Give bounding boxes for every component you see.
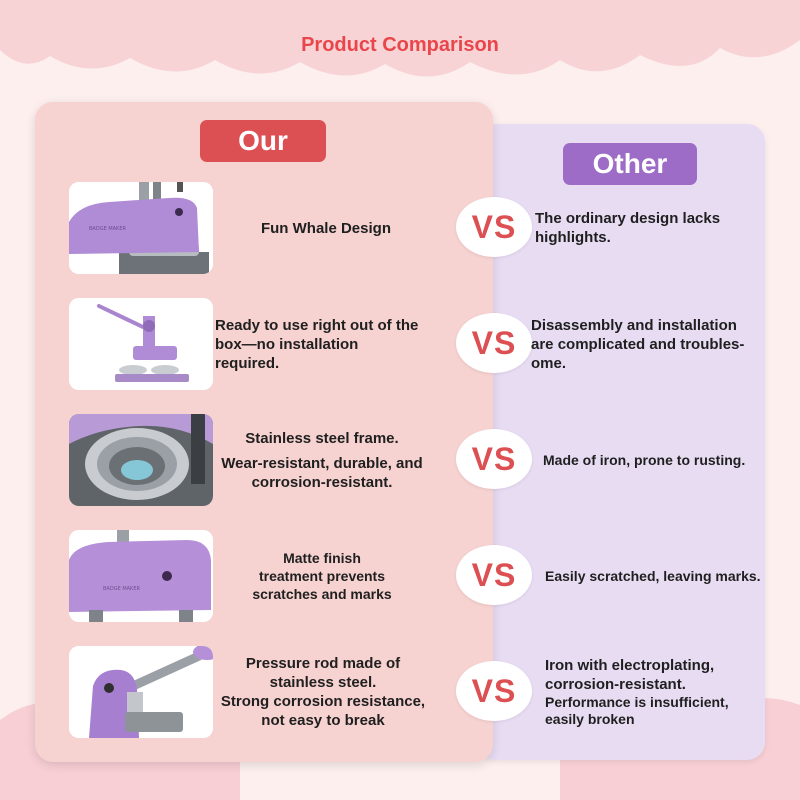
vs-badge: VS: [456, 545, 532, 605]
other-badge: Other: [563, 143, 697, 185]
our-badge: Our: [200, 120, 326, 162]
other-feature-text: Made of iron, prone to rusting.: [543, 451, 746, 468]
vs-badge: VS: [456, 313, 532, 373]
our-feature-text: Stainless steel frame. Wear-resistant, d…: [221, 429, 423, 491]
our-feature-text: Fun Whale Design: [260, 219, 391, 237]
other-feature-text: Disassembly and installation are complic…: [531, 316, 745, 372]
page-title: Product Comparison: [301, 34, 499, 56]
comparison-row: BADGE MAKER Fun Whale Design VS The ordi…: [0, 182, 800, 274]
comparison-row: BADGE MAKER Matte finish treatment preve…: [0, 530, 800, 622]
our-feature-text: Pressure rod made of stainless steel. St…: [220, 655, 426, 729]
svg-text:BADGE MAKER: BADGE MAKER: [103, 586, 140, 592]
badge-machine-icon: [69, 298, 213, 390]
svg-text:BADGE MAKER: BADGE MAKER: [89, 226, 126, 232]
other-feature-text: Easily scratched, leaving marks.: [545, 567, 761, 584]
vs-badge: VS: [456, 429, 532, 489]
pressure-rod-icon: [69, 646, 213, 738]
other-feature-text: Iron with electroplating, corrosion-resi…: [545, 657, 729, 727]
matte-finish-icon: BADGE MAKER: [69, 530, 213, 622]
comparison-row: Pressure rod made of stainless steel. St…: [0, 646, 800, 738]
comparison-row: Ready to use right out of the box—no ins…: [0, 298, 800, 390]
other-feature-text: The ordinary design lacks highlights.: [535, 210, 721, 246]
comparison-row: Stainless steel frame. Wear-resistant, d…: [0, 414, 800, 506]
our-feature-text: Matte finish treatment prevents scratche…: [252, 550, 392, 602]
steel-frame-icon: [69, 414, 213, 506]
our-feature-text: Ready to use right out of the box—no ins…: [215, 316, 419, 372]
whale-press-side-icon: BADGE MAKER: [69, 182, 213, 274]
vs-badge: VS: [456, 197, 532, 257]
vs-badge: VS: [456, 661, 532, 721]
